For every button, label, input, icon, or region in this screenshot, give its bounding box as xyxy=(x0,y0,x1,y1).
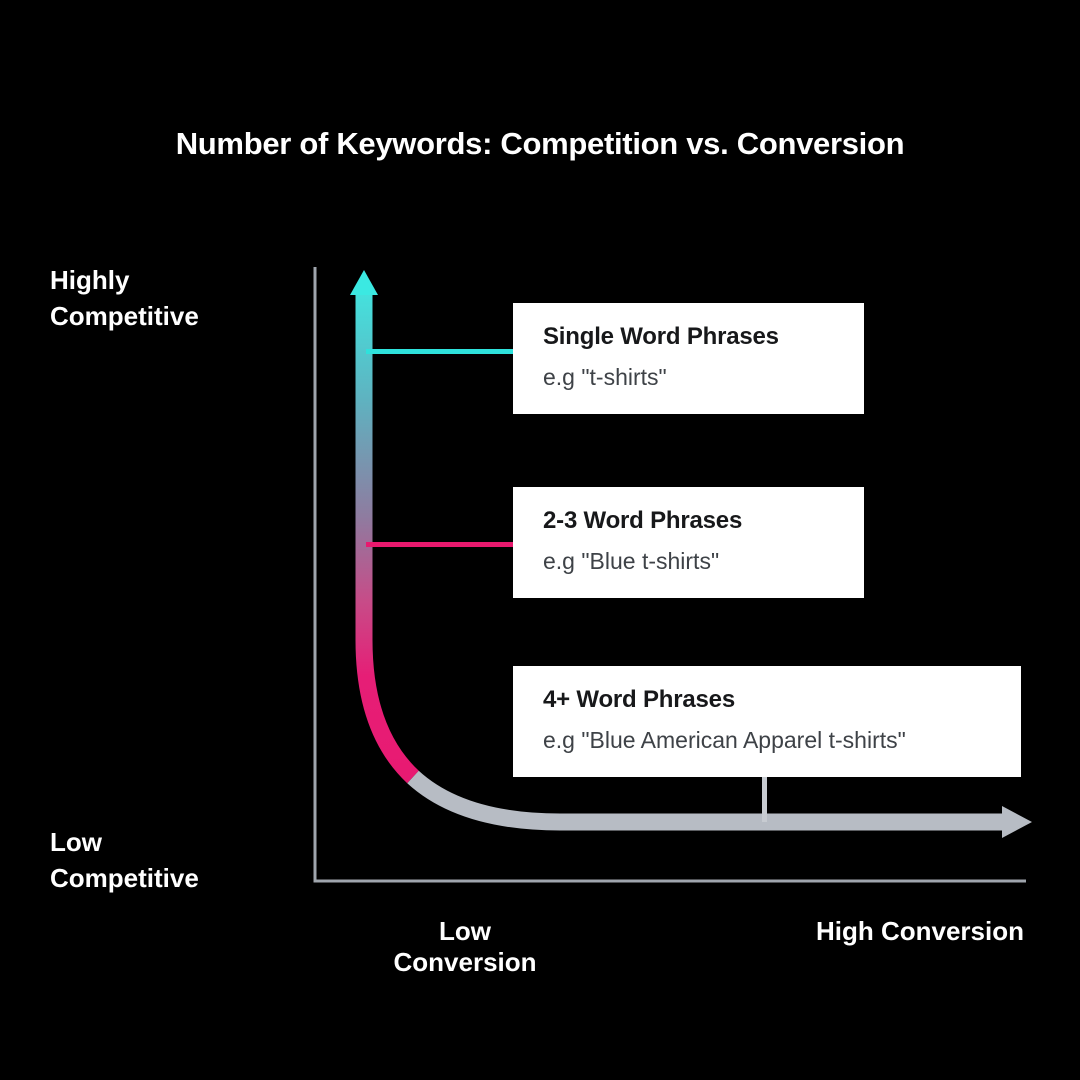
page-title: Number of Keywords: Competition vs. Conv… xyxy=(175,126,905,161)
right-arrowhead-icon xyxy=(1002,806,1032,838)
y-axis-top-label-line1: Highly xyxy=(50,265,130,295)
callout-example: e.g "Blue t-shirts" xyxy=(543,548,720,574)
callout-4plus-word-phrases: 4+ Word Phrases e.g "Blue American Appar… xyxy=(513,666,1021,777)
y-axis-top-label: Highly Competitive xyxy=(50,262,199,334)
y-axis-bottom-label-line2: Competitive xyxy=(50,863,199,893)
connector-2-3-word xyxy=(366,542,513,547)
up-arrowhead-icon xyxy=(350,270,378,295)
x-axis-right-label: High Conversion xyxy=(815,916,1024,946)
callout-title: 4+ Word Phrases xyxy=(543,686,735,713)
connector-4plus-word xyxy=(762,777,767,822)
y-axis-top-label-line2: Competitive xyxy=(50,301,199,331)
callout-title: Single Word Phrases xyxy=(543,323,779,350)
connector-single-word xyxy=(366,349,513,354)
callout-example: e.g "t-shirts" xyxy=(543,364,667,390)
curve-segment-longtail xyxy=(407,770,1006,831)
callout-title: 2-3 Word Phrases xyxy=(543,507,743,534)
xy-axis-lines xyxy=(313,267,1026,883)
curve-segment-competitive xyxy=(355,289,419,784)
callout-2-3-word-phrases: 2-3 Word Phrases e.g "Blue t-shirts" xyxy=(513,487,864,598)
callout-example: e.g "Blue American Apparel t-shirts" xyxy=(543,727,906,753)
callout-single-word-phrases: Single Word Phrases e.g "t-shirts" xyxy=(513,303,864,414)
y-axis-bottom-label: Low Competitive xyxy=(50,824,199,896)
x-axis-left-label: Low Conversion xyxy=(393,916,537,977)
y-axis-bottom-label-line1: Low xyxy=(50,827,102,857)
